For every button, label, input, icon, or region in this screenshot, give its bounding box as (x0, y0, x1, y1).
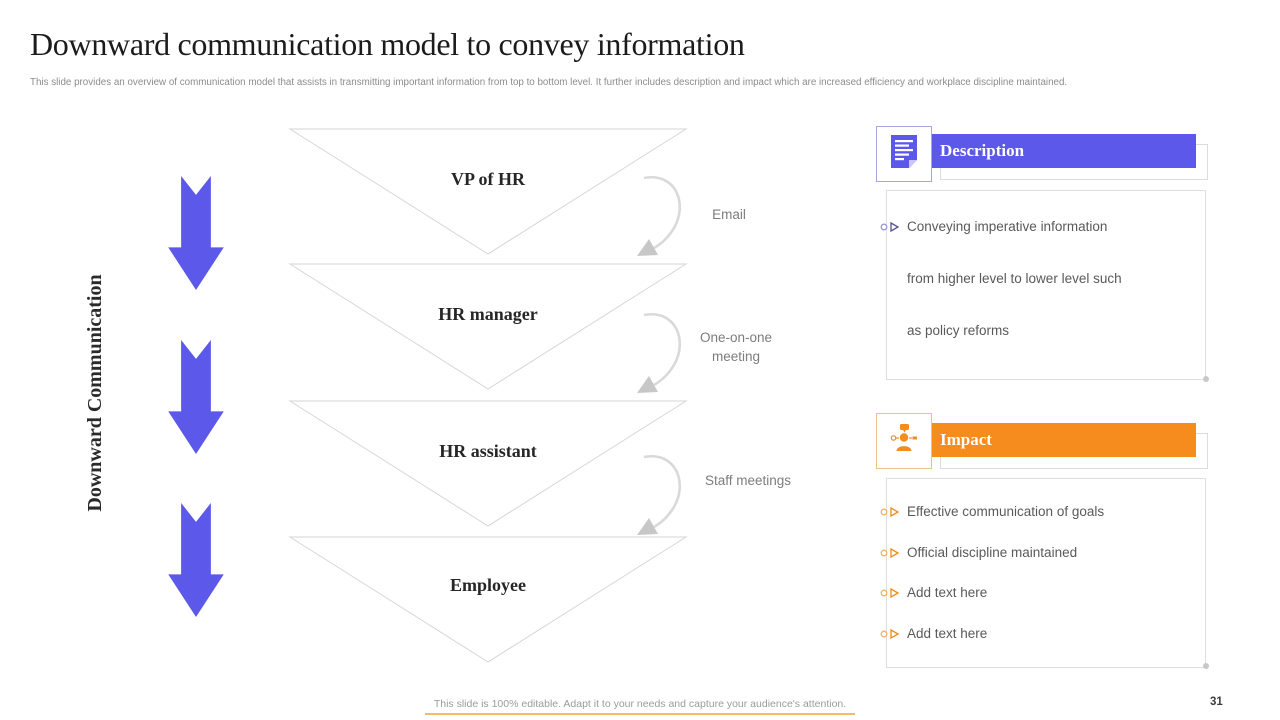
channel-label-email: Email (712, 207, 746, 222)
circle-triangle-bullet-icon (880, 221, 907, 233)
slide-subtitle: This slide provides an overview of commu… (30, 77, 1068, 88)
curved-arrow-icon (637, 175, 682, 256)
description-bullet: Conveying imperative information (880, 201, 1205, 253)
down-arrow-icon (168, 340, 224, 454)
level-label-hr-manager: HR manager (438, 304, 538, 324)
chevron-level-shape (288, 263, 688, 390)
impact-icon-box (876, 413, 932, 469)
description-bullet-continuation: as policy reforms (907, 323, 1010, 338)
circle-triangle-bullet-icon (880, 587, 907, 599)
page-number: 31 (1210, 696, 1223, 708)
circle-triangle-bullet-icon (880, 547, 907, 559)
team-impact-icon (887, 422, 921, 461)
corner-dot (1203, 663, 1209, 669)
circle-triangle-bullet-icon (880, 506, 907, 518)
impact-bullet-text: Effective communication of goals (907, 504, 1105, 519)
impact-bullet: Add text here (880, 614, 1205, 655)
curved-arrow-icon (637, 312, 682, 393)
chevron-level-shape (288, 128, 688, 255)
impact-bullet-text: Official discipline maintained (907, 544, 1078, 560)
curved-arrow-icon (637, 454, 682, 535)
document-icon (889, 134, 919, 175)
level-label-vp-of-hr: VP of HR (451, 169, 525, 189)
channel-label-staff-meetings: Staff meetings (704, 473, 792, 488)
description-icon-box (876, 126, 932, 182)
impact-body: Effective communication of goals Officia… (880, 478, 1206, 668)
page-title: Downward communication model to convey i… (30, 26, 745, 62)
channel-label-one-on-one-meeting: One-on-one meeting (699, 330, 773, 364)
level-label-employee: Employee (450, 575, 526, 595)
impact-bullet-text-placeholder: Add text here (907, 585, 988, 600)
impact-bullet: Official discipline maintained (880, 533, 1205, 574)
chevron-level-shape (288, 536, 688, 663)
chevron-level-shape (288, 400, 688, 527)
footer-note: This slide is 100% editable. Adapt it to… (433, 698, 847, 710)
corner-dot (1203, 376, 1209, 382)
downward-communication-axis-label: Downward Communication (84, 274, 106, 512)
circle-triangle-bullet-icon (880, 628, 907, 640)
description-bullet-text: Conveying imperative information (907, 219, 1108, 234)
impact-bullet: Add text here (880, 573, 1205, 614)
description-header: Description (930, 134, 1196, 168)
impact-bullet: Effective communication of goals (880, 492, 1205, 533)
description-bullet-continuation: from higher level to lower level such (907, 271, 1122, 286)
level-label-hr-assistant: HR assistant (439, 441, 537, 461)
description-body: Conveying imperative information from hi… (880, 190, 1206, 380)
impact-bullet-text-placeholder: Add text here (907, 625, 988, 641)
down-arrow-icon (168, 503, 224, 617)
down-arrow-icon (168, 176, 224, 290)
impact-header: Impact (930, 423, 1196, 457)
footer-underline (425, 713, 855, 715)
